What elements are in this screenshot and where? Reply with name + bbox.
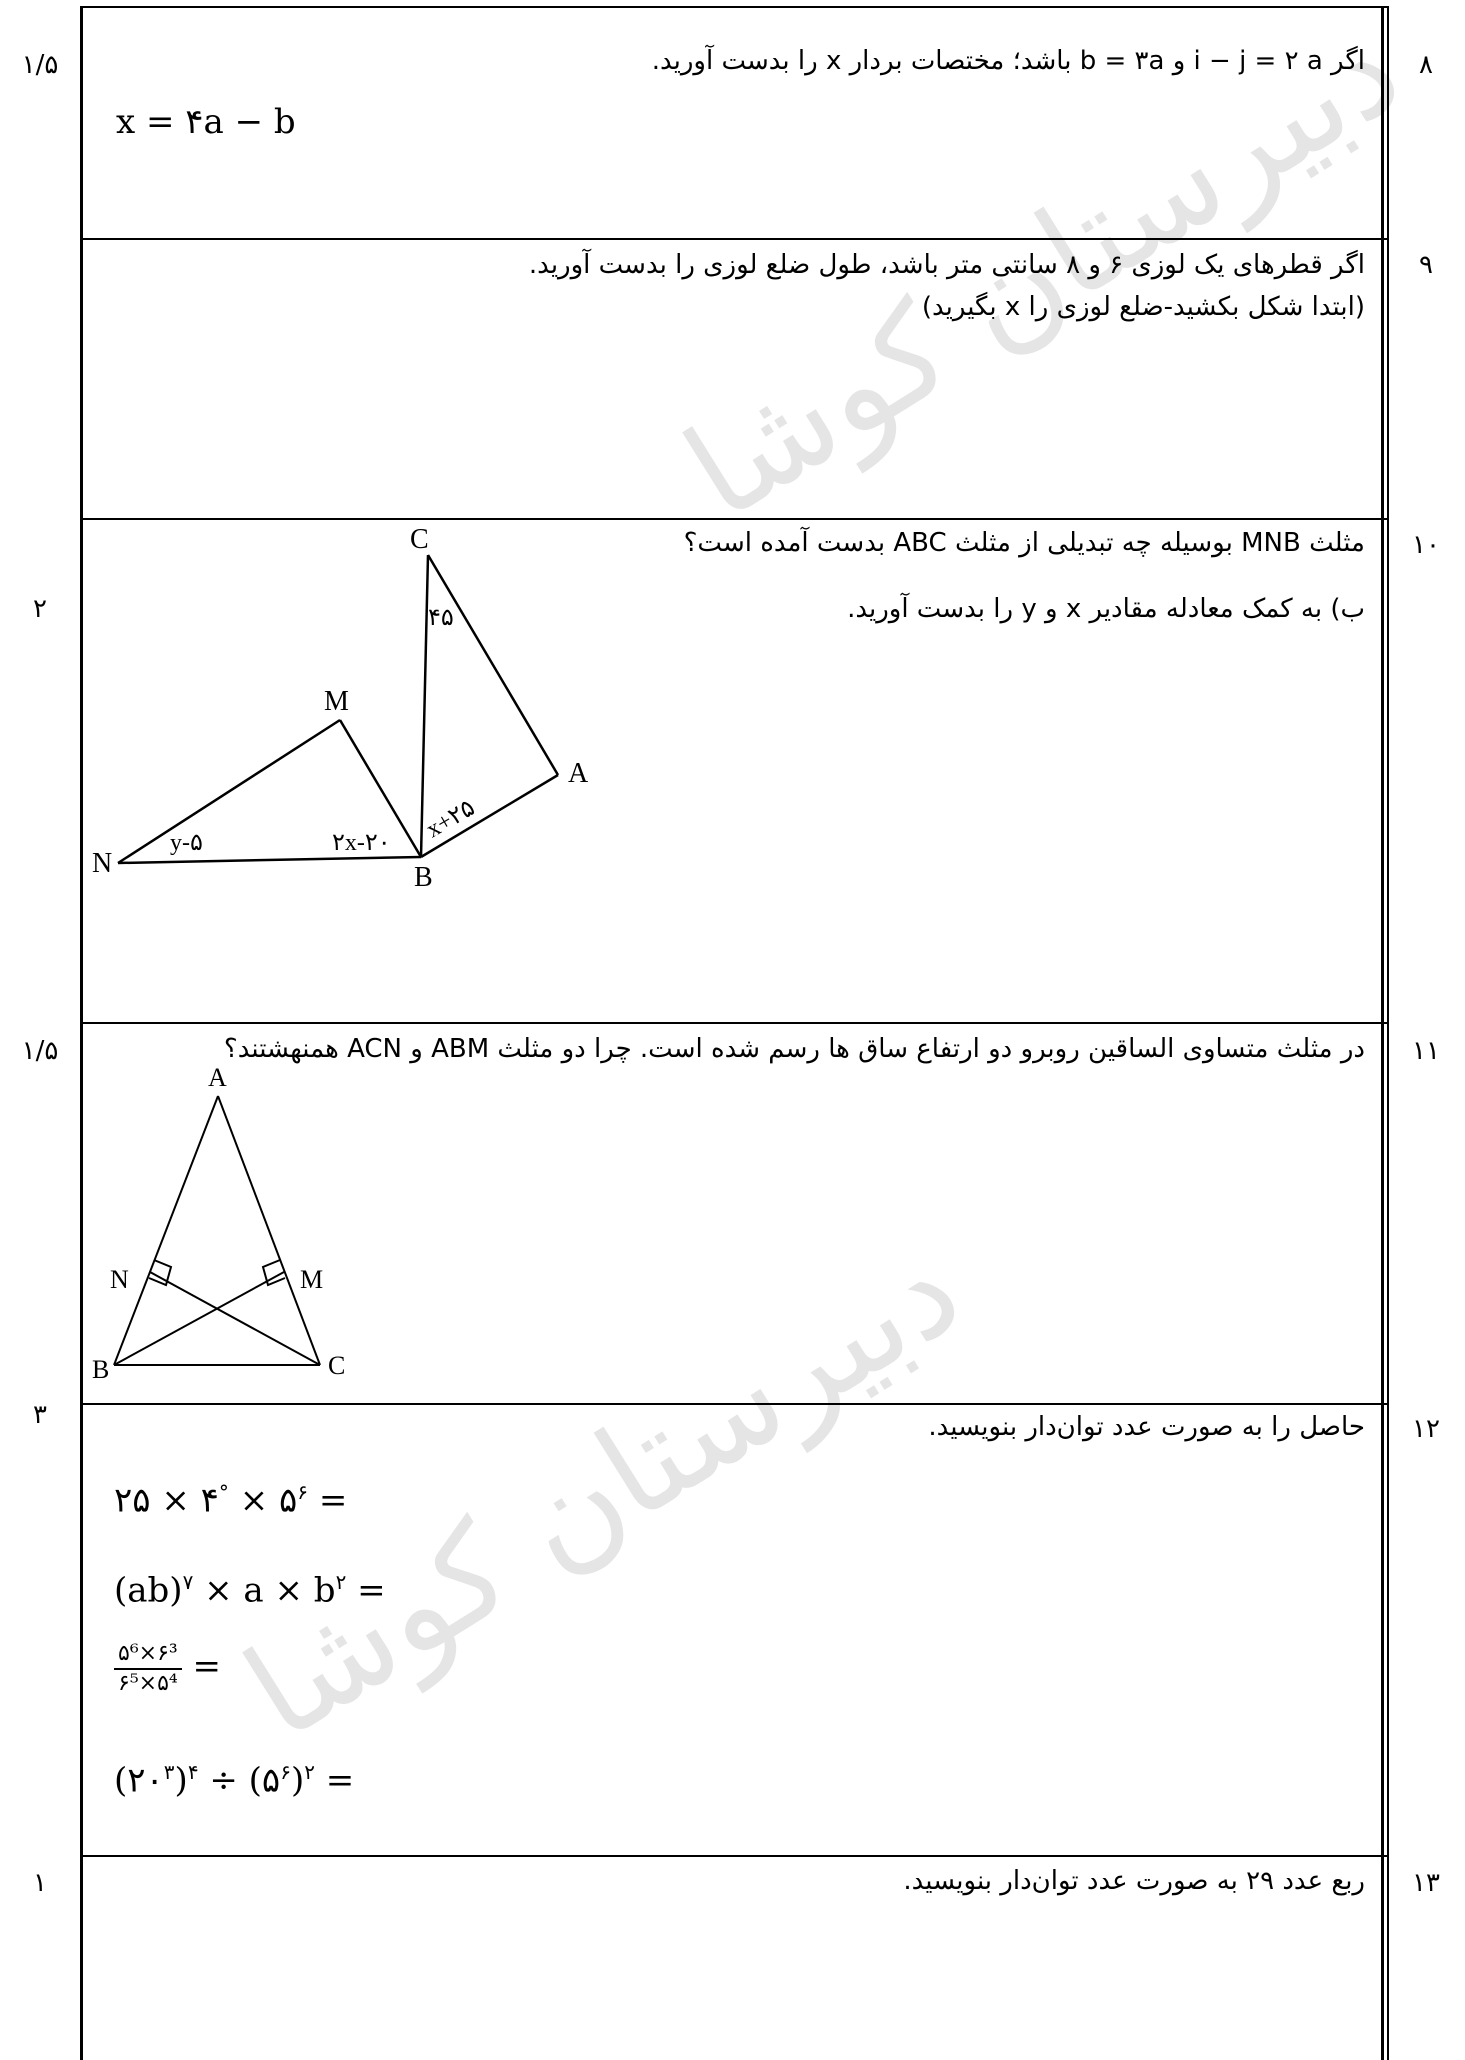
segment-nb — [117, 855, 422, 865]
question-number: ۱۱ — [1412, 1036, 1440, 1066]
question-number: ۱۲ — [1412, 1414, 1440, 1444]
isosceles-triangle-figure: A N M B C — [92, 1063, 345, 1384]
question-score: ۱/۵ — [21, 50, 59, 80]
question-number: ۱۰ — [1412, 530, 1440, 560]
question-text: ب) به کمک معادله مقادیر x و y را بدست آو… — [847, 594, 1365, 624]
angle-label-n: y-۵ — [170, 830, 203, 856]
top-border — [80, 6, 1389, 8]
triangle-figure: C M A N B ۴۵ y-۵ ۲x-۲۰ x+۲۵ — [92, 524, 589, 893]
vertex-label-n: N — [92, 848, 112, 879]
question-score: ۳ — [33, 1400, 47, 1430]
segment-cb — [419, 554, 430, 858]
vertex-label-m: M — [300, 1265, 323, 1294]
vertex-label-c: C — [410, 524, 429, 555]
segment-mn — [117, 718, 341, 865]
row-separator — [80, 1855, 1389, 1857]
question-text: مثلث MNB بوسیله چه تبدیلی از مثلث ABC بد… — [683, 528, 1365, 558]
vertex-label-c: C — [328, 1351, 345, 1380]
segment-mb — [338, 719, 423, 858]
row-separator — [80, 1022, 1389, 1024]
altitude-bm — [113, 1271, 285, 1366]
angle-label-abc: x+۲۵ — [422, 795, 479, 843]
row-separator — [80, 518, 1389, 520]
question-score: ۱ — [33, 1868, 47, 1898]
right-angle-mark-n — [148, 1259, 173, 1287]
row-separator — [80, 1403, 1389, 1405]
vertex-label-m: M — [324, 686, 349, 717]
question-score: ۱/۵ — [21, 1036, 59, 1066]
question-text: اگر ‎i − j‎ = ۲ a و ‎b = ۳a‎ باشد؛ مختصا… — [651, 46, 1365, 76]
expression-1: ۲۵ × ۴° × ۵۶ = — [114, 1480, 348, 1521]
question-score: ۲ — [33, 594, 47, 624]
question-text: در مثلث متساوی الساقین روبرو دو ارتفاع س… — [223, 1034, 1365, 1064]
question-text: اگر قطرهای یک لوزی ۶ و ۸ سانتی متر باشد،… — [528, 250, 1365, 280]
right-angle-mark-m — [261, 1259, 286, 1287]
vertex-label-a: A — [208, 1063, 227, 1092]
angle-label-c: ۴۵ — [428, 605, 454, 631]
question-number: ۹ — [1419, 250, 1433, 280]
expression-4: (۲۰۳)۴ ÷ (۵۶)۲ = — [114, 1760, 355, 1801]
side-ab — [113, 1095, 219, 1366]
column-line-right — [1381, 8, 1384, 2060]
angle-label-mbn: ۲x-۲۰ — [332, 830, 391, 856]
segment-ab — [420, 773, 559, 859]
side-ac — [217, 1095, 321, 1366]
column-line-right-outer — [1387, 8, 1389, 2060]
row-separator — [80, 238, 1389, 240]
question-number: ۱۳ — [1412, 1868, 1440, 1898]
vertex-label-a: A — [568, 758, 589, 789]
segment-ca — [426, 554, 560, 776]
expression-2: (ab)۷ × a × b۲ = — [114, 1570, 386, 1611]
question-number: ۸ — [1419, 50, 1433, 80]
question-text: ربع عدد ۲۹ به صورت عدد توان‌دار بنویسید. — [903, 1866, 1365, 1896]
question-formula: x = ۴a − b — [116, 102, 296, 142]
vertex-label-b: B — [92, 1355, 109, 1384]
altitude-cn — [149, 1271, 321, 1366]
question-text: (ابتدا شکل بکشید-ضلع لوزی را x بگیرید) — [921, 292, 1365, 322]
question-text: حاصل را به صورت عدد توان‌دار بنویسید. — [928, 1412, 1365, 1442]
vertex-label-b: B — [414, 862, 433, 893]
column-line-left — [80, 8, 83, 2060]
vertex-label-n: N — [110, 1265, 129, 1294]
